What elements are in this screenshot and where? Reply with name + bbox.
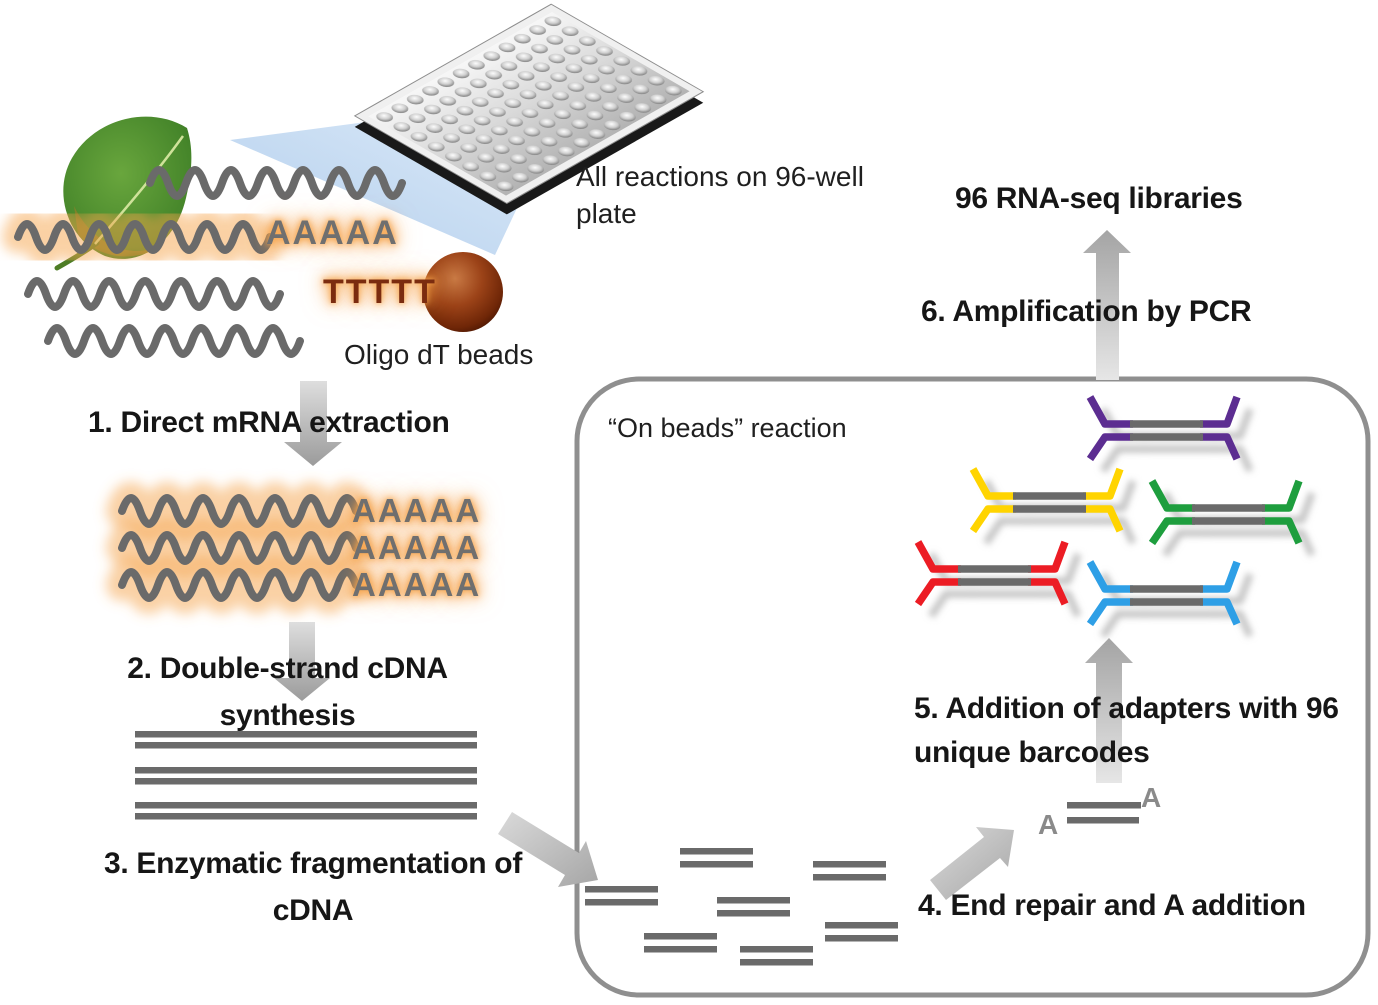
polya-tail-label: AAAAA: [266, 214, 399, 252]
arrow-up-step6: [1083, 230, 1131, 380]
step2-label: 2. Double-strand cDNA synthesis: [127, 652, 448, 732]
well-plate-illustration: [353, 3, 705, 215]
mrna-extracted-strands: [106, 482, 372, 614]
oligo-beads-caption: Oligo dT beads: [344, 339, 534, 370]
plate-caption: All reactions on 96-well plate: [576, 161, 864, 229]
oligo-dt-label: TTTTT: [323, 273, 437, 311]
mrna-row-tail: AAAAA: [352, 529, 482, 566]
arrow-down-step1: [284, 381, 342, 466]
step4-label: 4. End repair and A addition: [918, 889, 1306, 922]
arrow-down-step2: [274, 622, 330, 701]
step3-label: 3. Enzymatic fragmentation of cDNA: [103, 847, 523, 927]
a-base-left: A: [1038, 809, 1059, 840]
cdna-stack: [135, 731, 477, 820]
mrna-row-tail: AAAAA: [352, 566, 482, 603]
mrna-row-tail: AAAAA: [352, 492, 482, 529]
on-beads-box-label: “On beads” reaction: [608, 413, 847, 443]
oligo-dt-bead-icon: [423, 252, 503, 332]
arrow-up-step5: [1085, 638, 1133, 783]
arrow-diagonal-step3: [498, 812, 598, 887]
a-base-right: A: [1141, 782, 1162, 813]
arrow-diagonal-step4: [930, 827, 1014, 900]
a-tailed-fragment: [1067, 802, 1141, 824]
step5-label: 5. Addition of adapters with 96 unique b…: [914, 692, 1339, 769]
reaction-box: [574, 376, 1371, 998]
step6-label: 6. Amplification by PCR: [921, 295, 1252, 328]
output-label: 96 RNA-seq libraries: [955, 182, 1243, 215]
total-rna-strands: [2, 166, 406, 358]
step1-label: 1. Direct mRNA extraction: [88, 406, 450, 439]
